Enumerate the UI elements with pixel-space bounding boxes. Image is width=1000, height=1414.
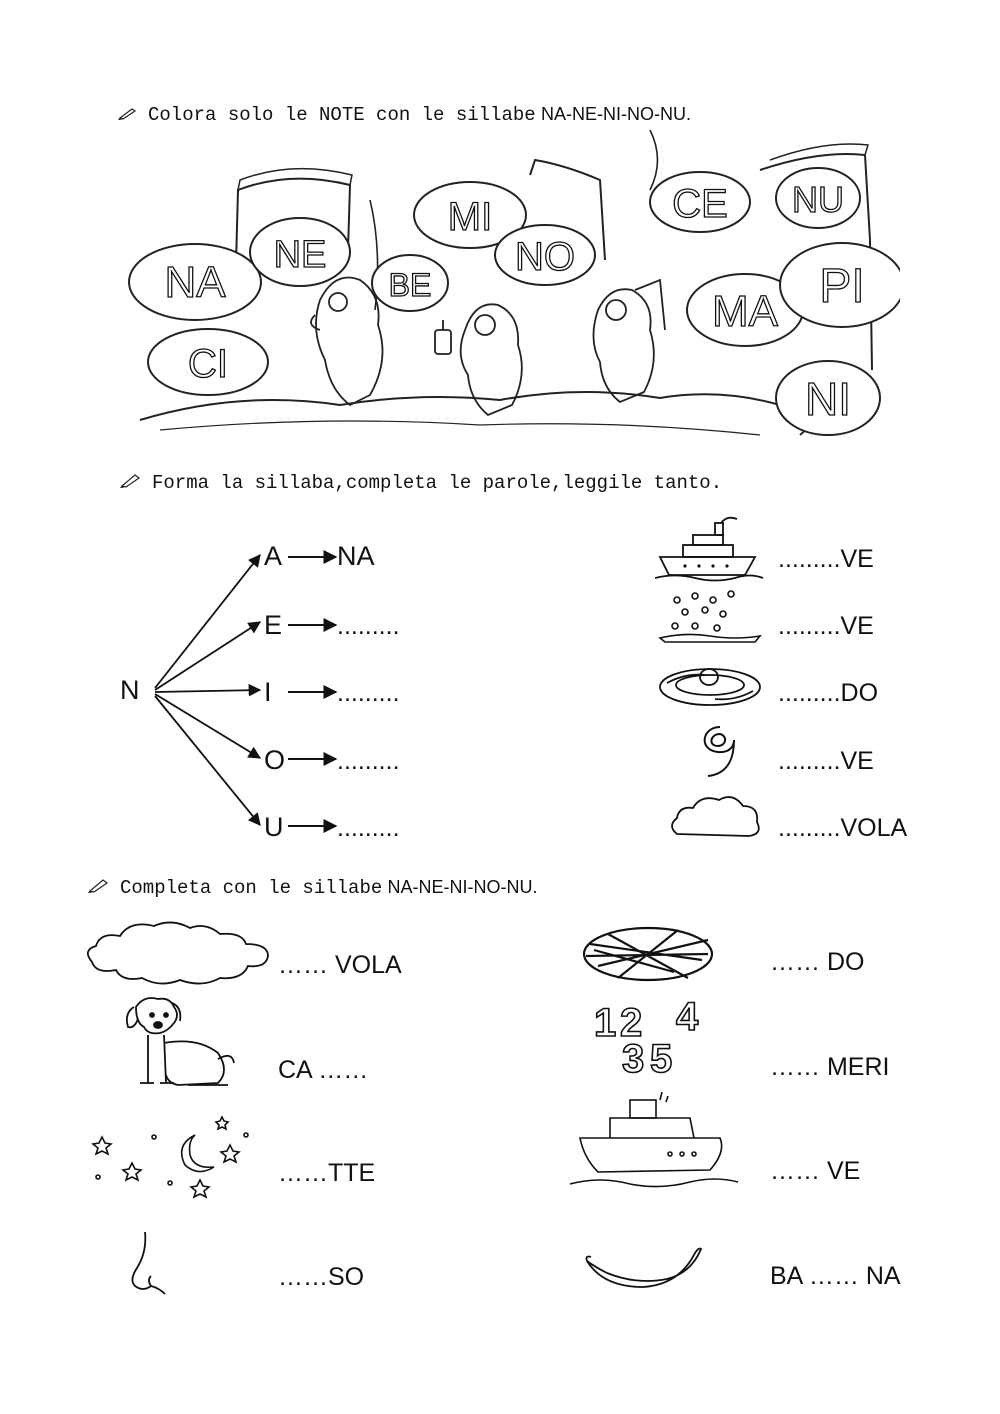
- blank-i[interactable]: .........: [337, 679, 400, 707]
- answer-right-4[interactable]: BA …… NA: [770, 1262, 901, 1290]
- blank-e[interactable]: .........: [337, 612, 400, 640]
- note-label: CI: [188, 342, 228, 386]
- snow-icon: [658, 590, 762, 643]
- instruction-3-text: Completa con le sillabe: [120, 877, 383, 899]
- music-notes-illustration: NA NE CI BE MI NO CE NU MA PI NI: [128, 130, 900, 436]
- note-label: NE: [274, 234, 327, 276]
- note-ni[interactable]: [775, 360, 881, 436]
- number-1: 1: [594, 1001, 616, 1045]
- vowel-arrows: [288, 550, 338, 833]
- nest-icon: [582, 926, 714, 982]
- instruction-2-text: Forma la sillaba,completa le parole,legg…: [152, 472, 723, 494]
- number-2: 2: [620, 1001, 642, 1045]
- dwarf-with-pickaxe-icon: [592, 278, 666, 404]
- word-3[interactable]: .........DO: [778, 679, 879, 707]
- note-label: CE: [672, 182, 728, 226]
- night-sky-icon: [91, 1115, 249, 1199]
- answer-left-3[interactable]: ……TTE: [278, 1159, 376, 1187]
- instruction-3-syllables: NA-NE-NI-NO-NU.: [387, 877, 538, 897]
- note-label: NI: [805, 373, 851, 425]
- answer-right-3[interactable]: …… VE: [770, 1157, 861, 1185]
- pencil-icon: [119, 472, 142, 494]
- word-2[interactable]: .........VE: [778, 612, 874, 640]
- vowel-e: E: [264, 610, 283, 640]
- vowel-a: A: [264, 541, 283, 571]
- note-label: NU: [792, 179, 844, 220]
- dog-icon: [125, 997, 235, 1086]
- cloud-icon: [86, 921, 269, 985]
- note-label: PI: [819, 260, 864, 313]
- note-mi[interactable]: [413, 181, 527, 249]
- nest-icon: [659, 668, 761, 706]
- nose-icon: [131, 1231, 166, 1295]
- root-letter: N: [120, 675, 140, 705]
- instruction-1: Colora solo le NOTE con le sillabe NA-NE…: [117, 104, 691, 126]
- dwarf-with-lantern-icon: [434, 303, 523, 417]
- word-4[interactable]: .........VE: [778, 747, 874, 775]
- note-ce[interactable]: [649, 171, 751, 233]
- answer-right-1[interactable]: …… DO: [770, 948, 865, 976]
- vowel-i: I: [264, 677, 272, 707]
- note-label: MA: [712, 287, 779, 336]
- number-5: 5: [650, 1037, 672, 1080]
- answer-left-2[interactable]: CA ……: [278, 1056, 369, 1084]
- ship-icon: [570, 1092, 739, 1188]
- pencil-icon: [87, 877, 110, 899]
- number-3: 3: [622, 1037, 644, 1080]
- instruction-3: Completa con le sillabe NA-NE-NI-NO-NU.: [87, 877, 538, 899]
- note-na[interactable]: [128, 243, 262, 321]
- word-5[interactable]: .........VOLA: [778, 814, 908, 842]
- note-no[interactable]: [494, 224, 596, 286]
- ship-icon: [655, 516, 764, 582]
- result-na: NA: [337, 541, 375, 571]
- word-1[interactable]: .........VE: [778, 545, 874, 573]
- nine-icon: [703, 726, 735, 777]
- note-label: NO: [515, 235, 575, 279]
- blank-o[interactable]: .........: [337, 747, 400, 775]
- note-nu[interactable]: [775, 167, 861, 229]
- branch-arrows: [154, 554, 262, 826]
- note-label: BE: [389, 267, 432, 303]
- answer-left-1[interactable]: …… VOLA: [278, 951, 402, 979]
- banana-icon: [585, 1247, 703, 1288]
- instruction-2: Forma la sillaba,completa le parole,legg…: [119, 472, 723, 494]
- blank-u[interactable]: .........: [337, 814, 400, 842]
- vowel-o: O: [264, 745, 286, 775]
- note-label: NA: [164, 258, 226, 307]
- note-label: MI: [448, 195, 492, 239]
- instruction-1-text: Colora solo le NOTE con le sillabe: [148, 104, 536, 126]
- instruction-1-syllables: NA-NE-NI-NO-NU.: [540, 104, 691, 124]
- vowel-u: U: [264, 812, 284, 842]
- dwarf-icon: [310, 276, 384, 407]
- note-ne[interactable]: [249, 217, 351, 287]
- pencil-icon: [117, 104, 138, 126]
- note-pi[interactable]: [779, 242, 900, 328]
- note-ci[interactable]: [147, 328, 269, 396]
- answer-left-4[interactable]: ……SO: [278, 1263, 365, 1291]
- note-be[interactable]: [371, 254, 449, 312]
- numbers-icon: 1 2 3 4 5: [593, 1000, 700, 1080]
- answer-right-2[interactable]: …… MERI: [770, 1053, 890, 1081]
- cloud-icon: [671, 796, 760, 837]
- number-4: 4: [676, 1000, 699, 1039]
